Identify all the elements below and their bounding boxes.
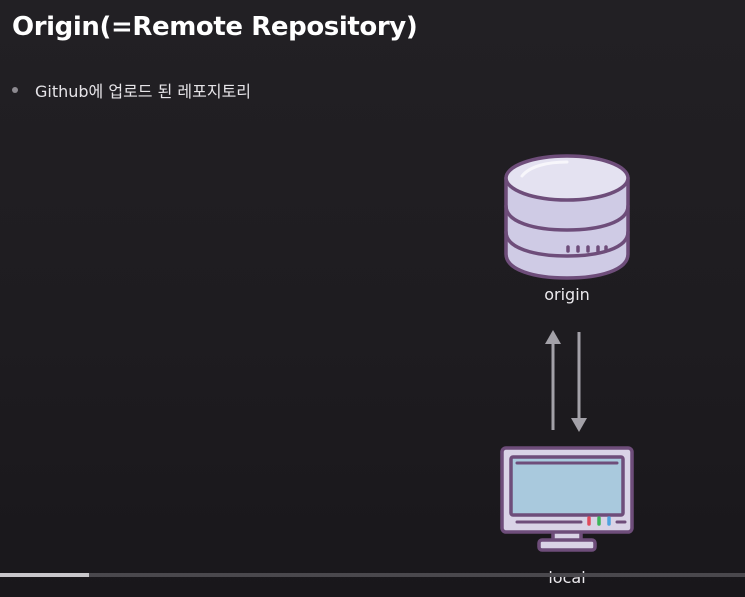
desktop-monitor-icon	[500, 446, 634, 552]
bullet-item: Github에 업로드 된 레포지토리	[12, 78, 251, 102]
database-icon	[504, 154, 630, 280]
bullet-text: Github에 업로드 된 레포지토리	[35, 82, 252, 101]
slide-title: Origin(=Remote Repository)	[12, 12, 418, 42]
sync-arrows	[545, 330, 587, 432]
push-arrow-up	[545, 330, 561, 430]
pull-arrow-down	[571, 332, 587, 432]
origin-label: origin	[544, 285, 590, 304]
video-progress-bar[interactable]	[0, 573, 745, 577]
video-progress-fill	[0, 573, 90, 577]
bullet-dot	[12, 87, 18, 93]
local-label: local	[548, 568, 586, 587]
